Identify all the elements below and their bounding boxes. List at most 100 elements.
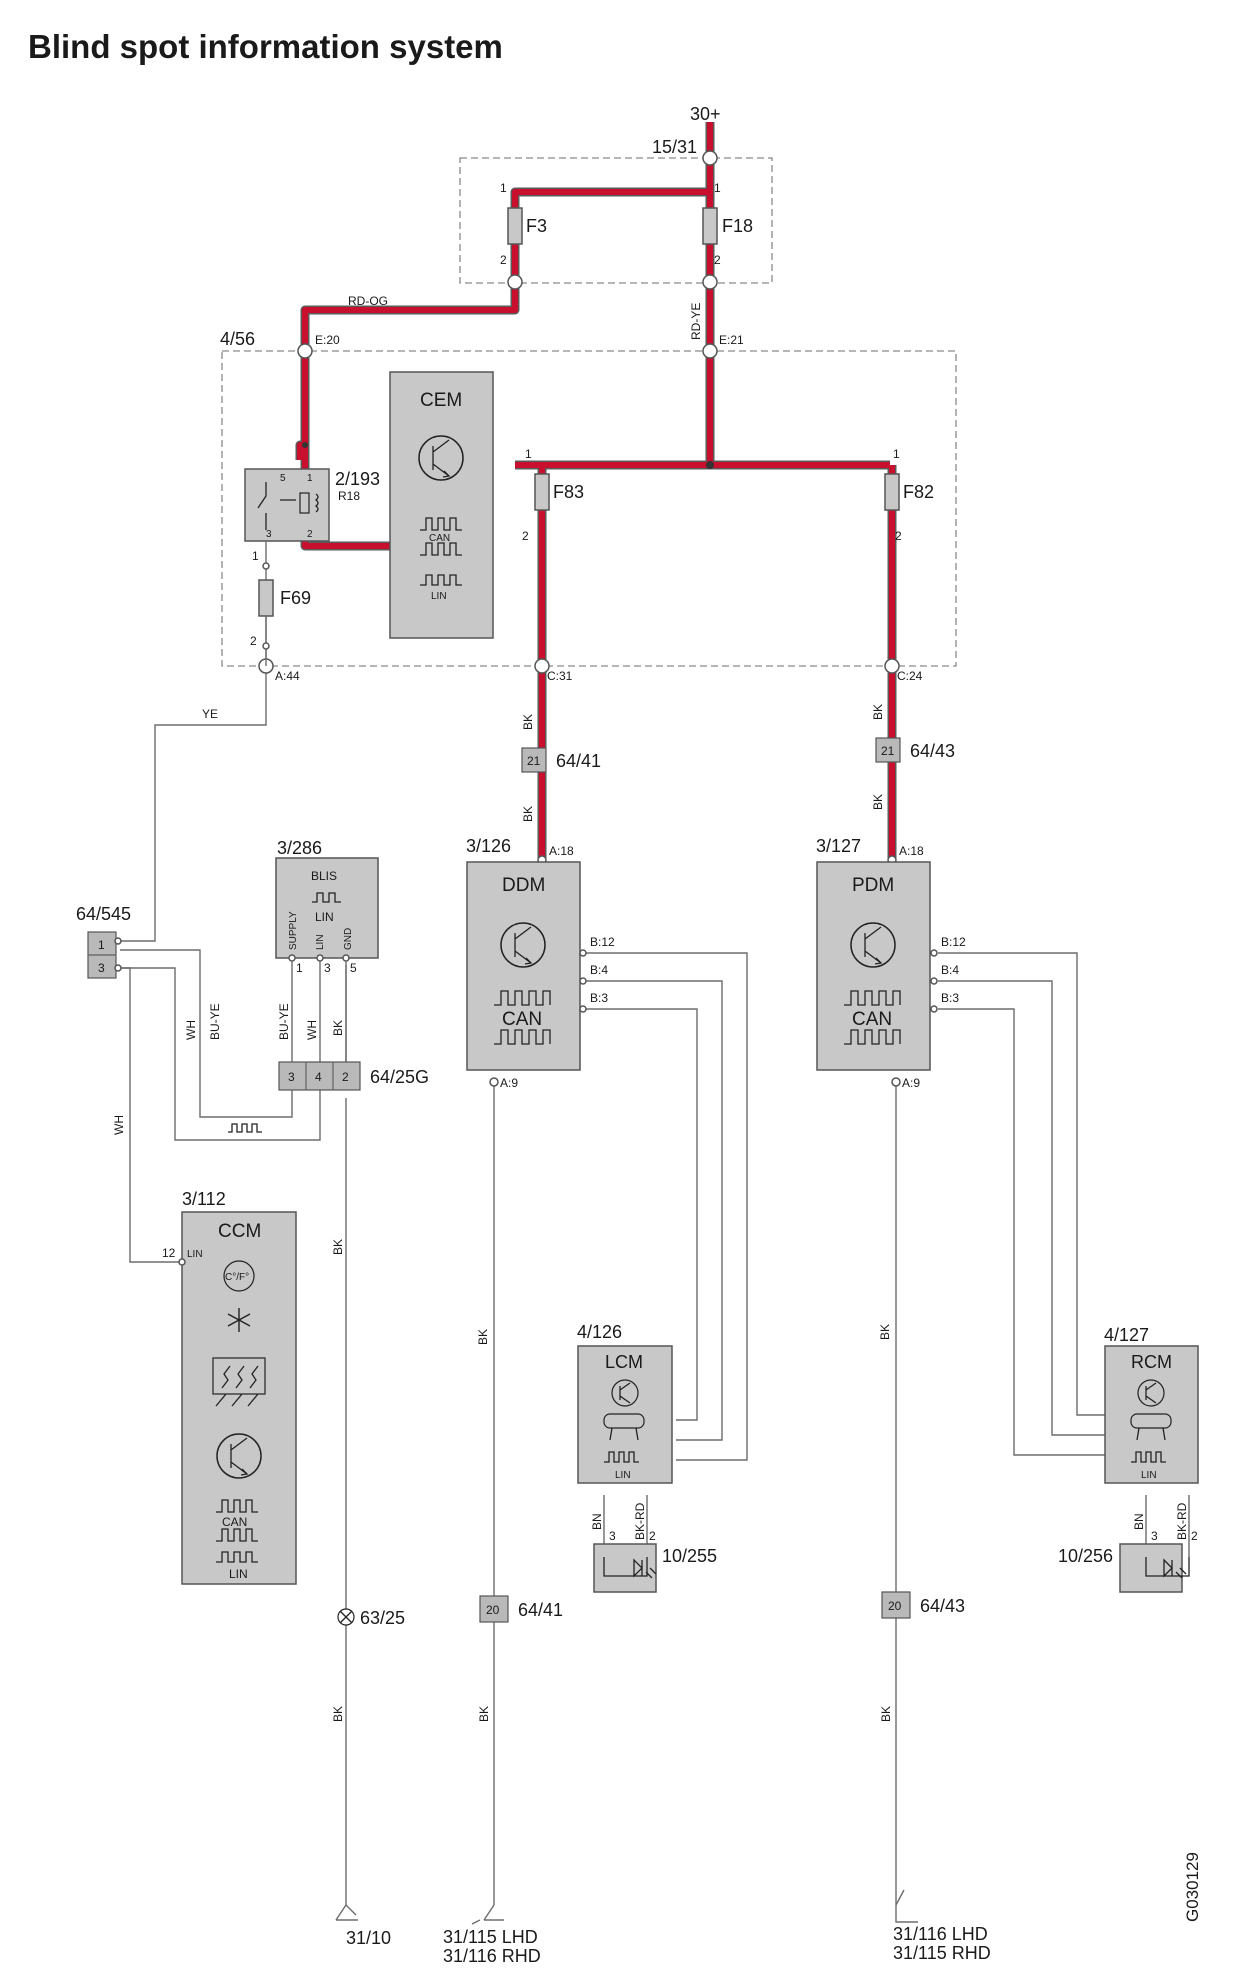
wire-color-bk: BK xyxy=(871,794,885,810)
ground-ddm-rhd-label: 31/116 RHD xyxy=(443,1946,541,1966)
transistor-icon xyxy=(850,922,896,968)
led-icon xyxy=(1145,1557,1190,1579)
fuse-f69 xyxy=(258,579,274,617)
figure-id: G030129 xyxy=(1183,1852,1202,1922)
pin-label: A:44 xyxy=(275,669,300,683)
wire-color-bk-rd: BK-RD xyxy=(633,1502,647,1540)
resistor-r18-label: R18 xyxy=(338,489,360,503)
lin-wave-icon xyxy=(420,574,462,586)
wire-color-bk: BK xyxy=(521,714,535,730)
ground-ddm-lhd-label: 31/115 LHD xyxy=(443,1927,538,1947)
lin-label: LIN xyxy=(615,1470,631,1481)
pin-label: 2 xyxy=(307,529,313,540)
transistor-icon xyxy=(418,435,464,481)
pin-label: A:18 xyxy=(549,844,574,858)
pin-label: 2 xyxy=(714,253,721,267)
blis-module xyxy=(275,857,379,959)
pin-label: 5 xyxy=(280,473,286,484)
wire-color-bk: BK xyxy=(871,704,885,720)
lin-label: LIN xyxy=(431,591,447,602)
wire-color-bn: BN xyxy=(590,1513,604,1530)
supply-label: 30+ xyxy=(690,104,721,124)
rcm-label: RCM xyxy=(1131,1352,1172,1372)
wire-color-bk: BK xyxy=(331,1706,345,1722)
connector-64-545-label: 64/545 xyxy=(76,904,131,924)
pin-label: 1 xyxy=(525,447,532,461)
pin-label: 2 xyxy=(500,253,507,267)
fuse-box-15-31-outline xyxy=(459,157,773,284)
transistor-icon xyxy=(611,1379,639,1407)
lin-wave-icon xyxy=(216,1551,258,1563)
diagram-title: Blind spot information system xyxy=(28,28,503,65)
pin-label: 3 xyxy=(98,961,105,975)
can-wave-icon xyxy=(420,517,462,531)
pin-label: A:18 xyxy=(899,844,924,858)
pin-label: 1 xyxy=(98,938,105,952)
pin-label: 3 xyxy=(288,1070,295,1084)
pin-label: 2 xyxy=(342,1070,349,1084)
transistor-icon xyxy=(1137,1379,1165,1407)
lin-signal-icon xyxy=(228,1123,262,1133)
fuse-f18-label: F18 xyxy=(722,216,753,236)
pin-label: 20 xyxy=(486,1603,500,1617)
connector-64-41-lower-label: 64/41 xyxy=(518,1600,563,1620)
power-wires xyxy=(295,122,897,862)
wire-color-bk: BK xyxy=(331,1239,345,1255)
pin-label: 2 xyxy=(522,529,529,543)
defroster-icon xyxy=(212,1357,266,1395)
pin-label: 2 xyxy=(250,634,257,648)
lin-label: LIN xyxy=(229,1567,248,1581)
wire-color-rd-og: RD-OG xyxy=(348,294,388,308)
ddm-label: DDM xyxy=(502,875,545,896)
connector-64-41-label: 64/41 xyxy=(556,751,601,771)
pin-label: E:20 xyxy=(315,333,340,347)
pin-label: 1 xyxy=(296,961,303,975)
can-label: CAN xyxy=(222,1515,247,1529)
pdm-label: PDM xyxy=(852,875,894,896)
pin-label: 21 xyxy=(881,744,895,758)
ccm-label: CCM xyxy=(218,1221,261,1242)
connector-3-126-label: 3/126 xyxy=(466,836,511,856)
connector-3-127-label: 3/127 xyxy=(816,836,861,856)
pin-label: C:24 xyxy=(897,669,923,683)
connector-4-126-label: 4/126 xyxy=(577,1322,622,1342)
wire-color-rd-ye: RD-YE xyxy=(689,303,703,340)
connector-64-43-lower-label: 64/43 xyxy=(920,1596,965,1616)
pin-label: 1 xyxy=(893,447,900,461)
pin-label: B:12 xyxy=(941,935,966,949)
can-wave-icon xyxy=(494,990,551,1006)
pin-label: 5 xyxy=(350,961,357,975)
inline-connector-64-43 xyxy=(881,1591,911,1619)
lin-label: LIN xyxy=(315,910,334,924)
pin-label: 3 xyxy=(1151,1529,1158,1543)
pin-label: 1 xyxy=(307,473,313,484)
pin-label: 1 xyxy=(500,181,507,195)
pin-label: 21 xyxy=(527,754,541,768)
blis-label: BLIS xyxy=(311,869,337,883)
cem-label: CEM xyxy=(420,390,462,411)
connector-64-43-label: 64/43 xyxy=(910,741,955,761)
wire-color-bk: BK xyxy=(477,1706,491,1722)
lcm-label: LCM xyxy=(605,1352,643,1372)
pdm-module xyxy=(816,861,931,1071)
wire-color-bk: BK xyxy=(521,806,535,822)
wire-color-bk: BK xyxy=(879,1706,893,1722)
ground-symbols xyxy=(335,1889,918,1925)
pin-label: 3 xyxy=(609,1529,616,1543)
lin-label: LIN xyxy=(187,1249,203,1260)
pin-label: 2 xyxy=(1191,1529,1198,1543)
can-wave-icon xyxy=(844,990,901,1006)
pin-label: 1 xyxy=(714,181,721,195)
wire-color-wh: WH xyxy=(184,1020,198,1040)
blis-lin-pin-label: LIN xyxy=(315,934,326,950)
radar-sensor-icon xyxy=(1130,1413,1172,1429)
pin-label: A:9 xyxy=(500,1076,518,1090)
wire-color-bk: BK xyxy=(331,1020,345,1036)
wire-color-bk-rd: BK-RD xyxy=(1175,1502,1189,1540)
blis-gnd-pin-label: GND xyxy=(343,928,354,950)
ground-pdm-lhd-label: 31/116 LHD xyxy=(893,1924,988,1944)
fuse-f3 xyxy=(507,207,523,245)
wire-color-wh: WH xyxy=(305,1020,319,1040)
wire-color-bu-ye: BU-YE xyxy=(277,1003,291,1040)
